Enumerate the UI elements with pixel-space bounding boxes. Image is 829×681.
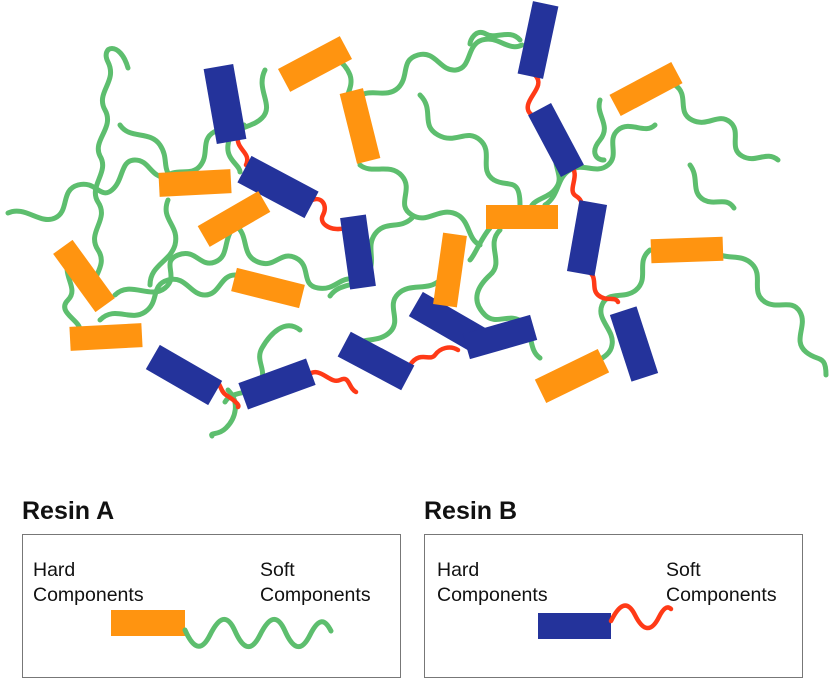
resin-b-hard-label: Hard Components [437, 559, 548, 606]
resin-a-soft-chain [147, 197, 179, 288]
resin-a-hard-blocks [53, 36, 724, 404]
resin-a-hard-block [433, 232, 467, 308]
resin-a-soft-chain [352, 36, 525, 103]
resin-b-hard-block [337, 331, 415, 391]
resin-a-soft-chain [417, 92, 523, 208]
resin-a-hard-label: Hard Components [33, 559, 144, 606]
resin-a-hard-block [277, 36, 353, 92]
polymer-network-diagram [5, 1, 829, 439]
resin-b-soft-label: Soft Components [666, 559, 777, 606]
resin-a-soft-chain [112, 222, 238, 298]
resin-a-legend-graphic [111, 610, 334, 649]
resin-b-hard-block [517, 1, 559, 79]
resin-a-soft-chain [347, 277, 443, 351]
resin-a-soft-label: Soft Components [260, 559, 371, 606]
resin-b-hard-blocks [145, 1, 659, 410]
resin-a-soft-chain [117, 122, 178, 183]
resin-a-soft-chain [467, 29, 523, 47]
resin-a-soft-chain [232, 222, 358, 291]
resin-b-legend-soft-chain [608, 603, 674, 631]
resin-a-hard-block [486, 205, 558, 229]
resin-b-hard-block [462, 314, 538, 360]
resin-a-hard-block [534, 348, 610, 404]
resin-b-soft-chain [305, 370, 359, 395]
resin-b-hard-block [609, 306, 659, 382]
resin-b-hard-block [145, 344, 223, 406]
resin-a-soft-chain [592, 97, 607, 163]
resin-a-soft-chain [97, 272, 238, 323]
resin-a-soft-chain [687, 162, 737, 211]
resin-a-hard-block [158, 169, 232, 197]
resin-b-hard-block [237, 155, 319, 219]
resin-a-legend-box: Hard Components Soft Components [22, 534, 401, 678]
resin-b-soft-chain [309, 196, 348, 232]
resin-a-soft-chain [709, 247, 829, 378]
resin-a-hard-block [609, 61, 683, 117]
resin-a-hard-block [339, 88, 381, 164]
resin-a-soft-chain [357, 162, 483, 248]
resin-a-legend-soft-chain [182, 617, 334, 649]
resin-b-hard-block [203, 63, 247, 145]
resin-b-legend-hard-block [538, 613, 611, 639]
resin-a-hard-block [231, 267, 305, 309]
resin-a-soft-chain [222, 323, 303, 405]
resin-a-hard-block [53, 239, 115, 313]
resin-a-soft-chain [5, 157, 171, 222]
resin-b-title: Resin B [424, 497, 518, 525]
resin-a-soft-chain [467, 225, 493, 263]
resin-a-hard-block [69, 323, 143, 351]
resin-a-soft-chains [5, 29, 829, 439]
resin-b-legend-graphic [538, 603, 674, 639]
resin-a-hard-block [197, 191, 271, 247]
resin-b-soft-chain [407, 345, 461, 368]
resin-a-soft-chain [582, 247, 653, 373]
resin-a-soft-chain [672, 82, 781, 163]
resin-a-hard-block [650, 236, 724, 264]
resin-b-soft-chain [582, 267, 621, 305]
resin-a-title: Resin A [22, 497, 115, 525]
resin-b-hard-block [528, 102, 584, 178]
resin-b-hard-block [340, 214, 376, 290]
resin-b-hard-block [566, 200, 608, 276]
resin-b-legend-box: Hard Components Soft Components [424, 534, 803, 678]
resin-b-hard-block [238, 358, 316, 410]
resin-a-soft-chain [90, 46, 131, 303]
resin-a-legend-hard-block [111, 610, 185, 636]
